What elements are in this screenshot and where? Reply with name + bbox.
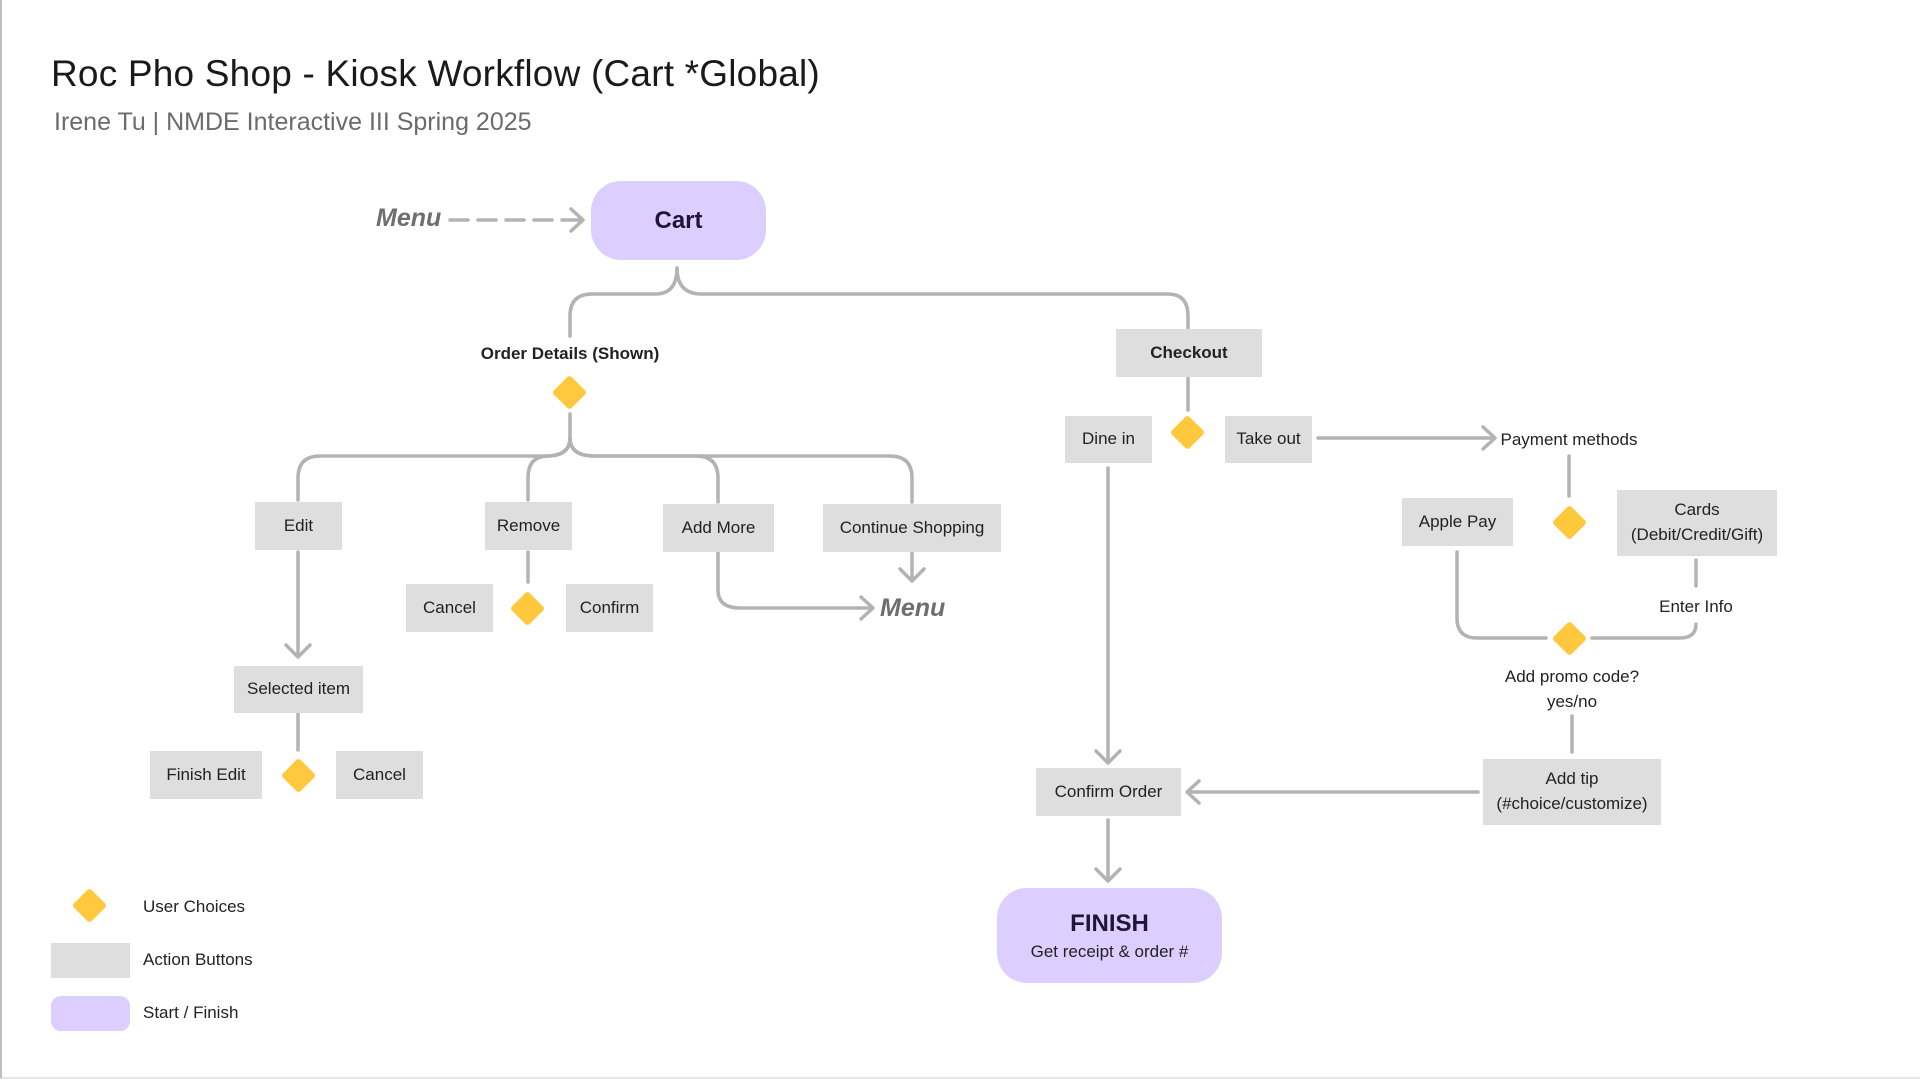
addmore-to-menu-line [716,550,874,610]
enter-info-label: Enter Info [1659,597,1733,616]
remove-button[interactable]: Remove [485,502,572,550]
legend-action-buttons: Action Buttons [143,950,253,969]
apple-pay-button[interactable]: Apple Pay [1402,498,1513,546]
legend-user-choices: User Choices [143,897,246,916]
add-more-button[interactable]: Add More [663,504,774,552]
menu-return-label[interactable]: Menu [880,594,946,622]
cart-node[interactable]: Cart [591,181,766,260]
dine-in-button[interactable]: Dine in [1065,416,1152,463]
cards-button[interactable]: Cards (Debit/Credit/Gift) [1617,490,1777,556]
confirm-order-button[interactable]: Confirm Order [1036,768,1181,816]
edit-to-selected-arrowhead [284,643,312,659]
finish-edit-button[interactable]: Finish Edit [150,751,262,799]
remove-confirm-button[interactable]: Confirm [566,584,653,632]
edit-button[interactable]: Edit [255,502,342,550]
page-title: Roc Pho Shop - Kiosk Workflow (Cart *Glo… [51,53,820,94]
applepay-to-promo-line [1455,550,1548,640]
menu-to-cart-arrowhead [569,207,585,233]
cards-label: Cards [1674,500,1720,520]
promo-options: yes/no [1546,691,1598,711]
branch-continue-line [568,436,914,504]
takeout-to-payment-arrowhead [1481,425,1497,451]
finish-node[interactable]: FINISH Get receipt & order # [997,888,1222,983]
tip-to-confirm-arrowhead [1185,779,1201,805]
legend-action-swatch [51,943,130,978]
confirm-to-finish-arrowhead [1094,867,1122,883]
cart-to-checkout-line [675,266,1190,330]
page-subtitle: Irene Tu | NMDE Interactive III Spring 2… [54,108,532,136]
branch-remove-line [526,436,572,502]
finish-label: FINISH [1070,909,1149,937]
promo-label: Add promo code? yes/no [1487,665,1657,714]
addmore-to-menu-arrowhead [859,595,875,621]
payment-methods-label: Payment methods [1500,430,1638,449]
menu-entry-label[interactable]: Menu [376,204,442,232]
promo-question: Add promo code? [1504,667,1640,686]
add-tip-button[interactable]: Add tip (#choice/customize) [1483,759,1661,825]
checkout-button[interactable]: Checkout [1116,329,1262,377]
take-out-button[interactable]: Take out [1225,416,1312,463]
order-details-label: Order Details (Shown) [480,344,660,363]
add-tip-label: Add tip [1545,769,1599,789]
branch-addmore-line [568,436,720,504]
cards-sublabel: (Debit/Credit/Gift) [1630,525,1764,544]
continue-shopping-button[interactable]: Continue Shopping [823,504,1001,552]
cart-label: Cart [654,206,703,234]
remove-cancel-button[interactable]: Cancel [406,584,493,632]
cart-to-order-details-line [568,266,679,338]
finish-sublabel: Get receipt & order # [1030,941,1189,961]
legend-start-finish: Start / Finish [143,1003,239,1022]
add-tip-sublabel: (#choice/customize) [1496,794,1648,813]
legend-terminal-swatch [51,996,130,1031]
continue-to-menu-arrowhead [898,567,926,583]
enterinfo-to-promo-line [1590,622,1698,640]
selected-item-node[interactable]: Selected item [234,666,363,713]
edit-cancel-button[interactable]: Cancel [336,751,423,799]
dinein-to-confirm-arrowhead [1094,749,1122,765]
